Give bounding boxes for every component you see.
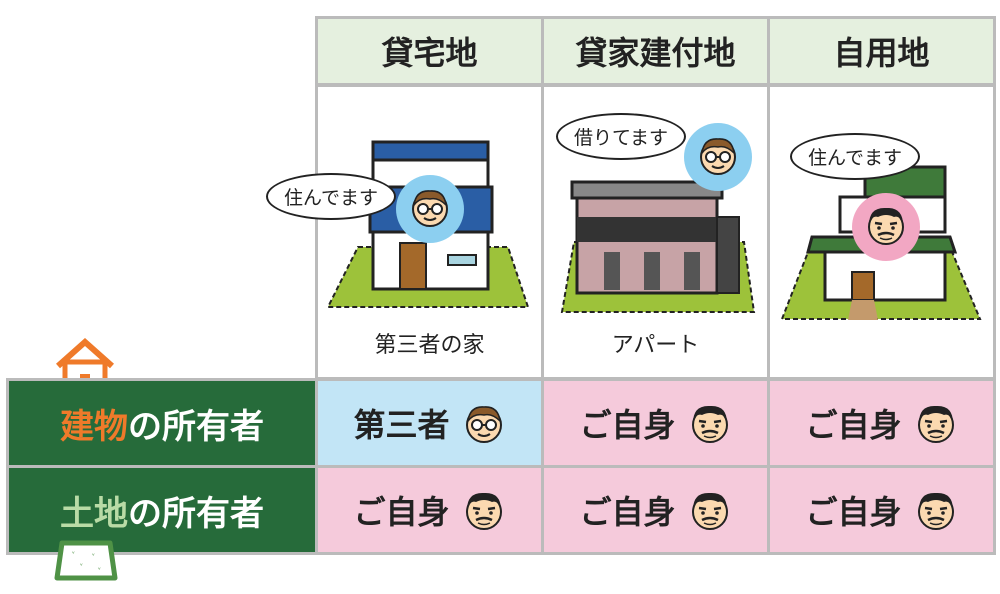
self-face-icon	[691, 491, 728, 531]
land-owner-cell: ご自身	[767, 465, 996, 555]
speech-bubble: 住んでます	[790, 133, 921, 180]
label-accent: 土地	[60, 493, 128, 534]
label-accent: 建物	[60, 406, 128, 447]
owner-value: 第三者	[353, 406, 450, 444]
column-header-self-use-land: 自用地	[767, 16, 996, 86]
svg-text:ᵛ: ᵛ	[80, 562, 83, 570]
illustration-third-party-house: 住んでます 第三者の家	[266, 84, 544, 380]
self-face-icon	[917, 491, 954, 531]
self-face-icon	[691, 404, 728, 444]
owner-value: ご自身	[579, 493, 676, 531]
building-owner-cell: ご自身	[541, 378, 770, 468]
apartment-illustration	[560, 123, 756, 313]
column-title: 貸家建付地	[575, 34, 736, 72]
owner-value: ご自身	[579, 406, 676, 444]
column-header-leased-land: 貸宅地	[315, 16, 544, 86]
building-owner-cell: ご自身	[767, 378, 996, 468]
column-title: 自用地	[833, 34, 930, 72]
row-label-land-owner: 土地の所有者	[6, 465, 318, 555]
building-owner-cell: 第三者	[315, 378, 544, 468]
svg-text:ᵛ: ᵛ	[98, 566, 101, 574]
row-label-building-owner: 建物の所有者	[6, 378, 318, 468]
land-owner-cell: ご自身	[541, 465, 770, 555]
owner-value: ご自身	[805, 493, 902, 531]
owner-value: ご自身	[805, 406, 902, 444]
own-house-illustration	[780, 165, 982, 320]
label-rest: の所有者	[128, 406, 264, 447]
caption: アパート	[611, 333, 700, 358]
third-party-face-icon	[465, 405, 502, 443]
owner-value: ご自身	[353, 493, 450, 531]
illustration-own-house: 住んでます	[767, 84, 996, 380]
column-header-rental-house-land: 貸家建付地	[541, 16, 770, 86]
self-face-icon	[465, 491, 502, 531]
caption: 第三者の家	[374, 333, 485, 358]
land-owner-cell: ご自身	[315, 465, 544, 555]
speech-bubble: 借りてます	[556, 113, 687, 160]
speech-bubble: 住んでます	[266, 173, 397, 220]
house-illustration	[326, 140, 530, 308]
column-title: 貸宅地	[381, 34, 478, 72]
svg-text:ᵛ: ᵛ	[72, 550, 75, 558]
self-face-icon	[917, 404, 954, 444]
illustration-apartment: 借りてます アパート	[541, 84, 770, 380]
svg-text:ᵛ: ᵛ	[92, 552, 95, 560]
label-rest: の所有者	[128, 493, 264, 534]
